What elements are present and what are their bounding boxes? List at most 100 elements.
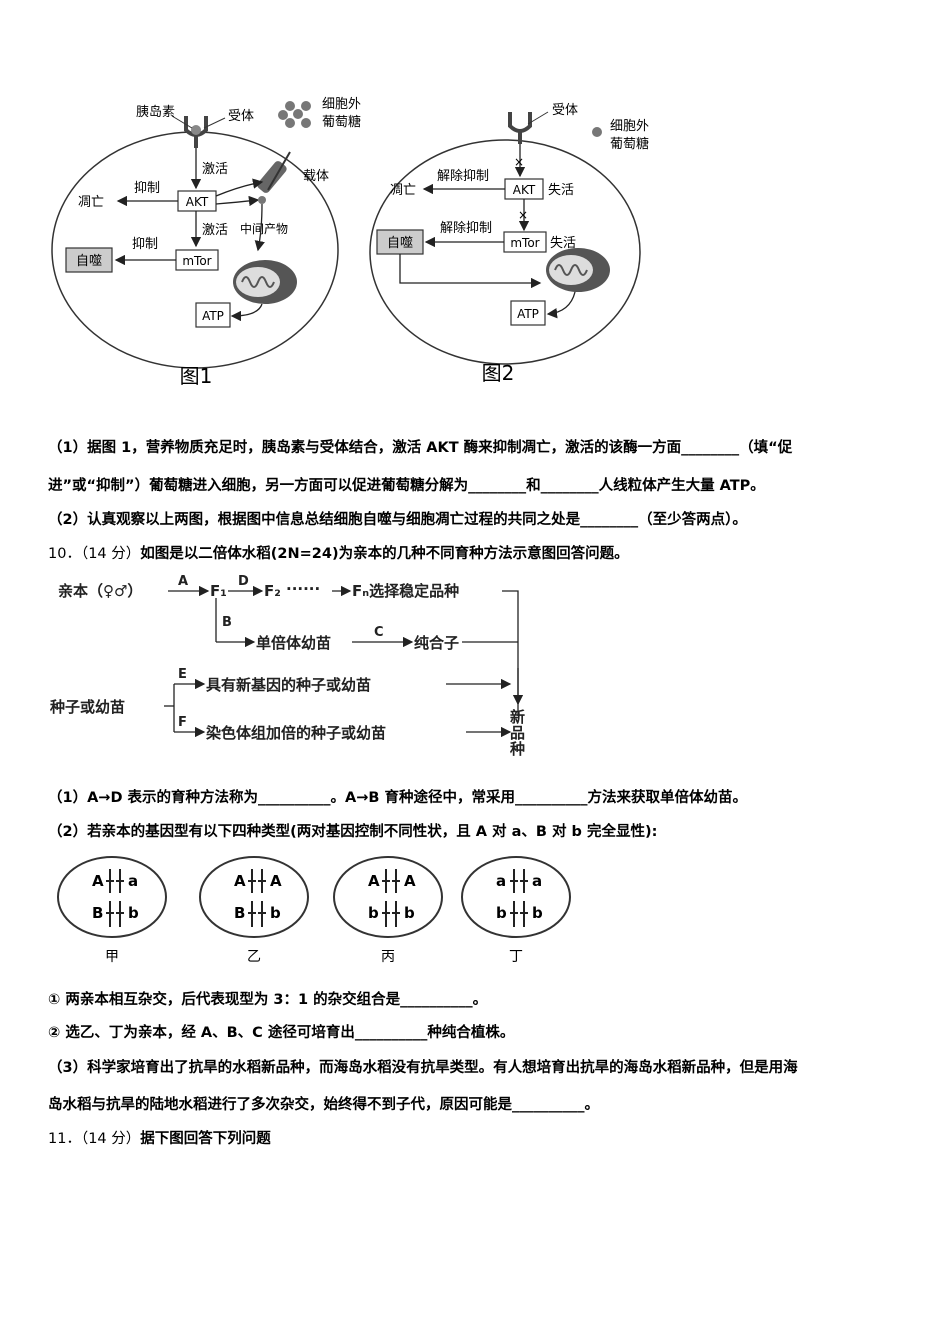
allele: B (92, 904, 103, 922)
q11-title: 据下图回答下列问题 (140, 1131, 271, 1147)
blocked-mark-1: × (514, 155, 524, 169)
allele: b (496, 904, 507, 922)
cell-name: 丁 (509, 949, 523, 965)
cell-name: 甲 (105, 949, 119, 965)
apoptosis-label: 凋亡 (78, 195, 104, 210)
mtor-label: mTor (182, 254, 211, 268)
new-variety-3: 种 (509, 740, 525, 758)
insulin-label: 胰岛素 (136, 104, 175, 120)
figure-1-caption: 图1 (180, 364, 213, 388)
allele: b (270, 904, 281, 922)
atp-box-2 (510, 300, 546, 326)
allele: b (128, 904, 139, 922)
akt-label: AKT (186, 195, 209, 209)
new-variety-2: 品 (510, 724, 525, 742)
glucose-dots (278, 101, 311, 128)
mitochondrion-icon (233, 260, 297, 304)
allele: A (234, 872, 246, 890)
q9-part2: （2）认真观察以上两图，根据图中信息总结细胞自噬与细胞凋亡过程的共同之处是___… (48, 512, 747, 528)
activate-label-2: 激活 (202, 223, 228, 238)
inactive-label-2: 失活 (550, 236, 576, 251)
allele: b (532, 904, 543, 922)
receptor-label-2: 受体 (552, 103, 578, 118)
cell-signaling-figures: 胰岛素 受体 细胞外 葡萄糖 载体 激活 AKT 抑制 凋亡 中间产物 激活 (51, 97, 649, 388)
figure-1: 胰岛素 受体 细胞外 葡萄糖 载体 激活 AKT 抑制 凋亡 中间产物 激活 (51, 97, 361, 388)
fn-select-label: Fₙ选择稳定品种 (352, 582, 459, 600)
atp-box (195, 302, 231, 328)
path-d: D (238, 574, 249, 589)
release-label-2: 解除抑制 (440, 221, 492, 236)
q10-title: 如图是以二倍体水稻(2N=24)为亲本的几种不同育种方法示意图回答问题。 (140, 546, 629, 562)
path-a: A (178, 574, 188, 589)
doubled-label: 染色体组加倍的种子或幼苗 (205, 724, 386, 742)
q10-part3-line2: 岛水稻与抗旱的陆地水稻进行了多次杂交，始终得不到子代，原因可能是________… (48, 1097, 599, 1113)
glucose-label-2b: 葡萄糖 (610, 136, 649, 152)
insulin-molecule (191, 125, 201, 135)
blocked-mark-2: × (518, 208, 528, 222)
autophagy-box-2 (376, 229, 424, 255)
receptor-icon-2 (508, 112, 532, 133)
inhibit-label-2: 抑制 (132, 237, 158, 252)
new-gene-label: 具有新基因的种子或幼苗 (206, 676, 371, 694)
release-label-1: 解除抑制 (437, 169, 489, 184)
q9-part1-line1: （1）据图 1，营养物质充足时，胰岛素与受体结合，激活 AKT 酶来抑制凋亡，激… (48, 440, 793, 456)
path-c: C (374, 625, 384, 640)
glucose-label-1: 细胞外 (322, 97, 361, 112)
atp-label-2: ATP (517, 307, 539, 321)
new-variety-1: 新 (510, 708, 525, 726)
atp-label: ATP (202, 309, 224, 323)
genotype-cells: A a B b 甲 A A B b 乙 A A b b 丙 a a b (57, 856, 571, 965)
receptor-label: 受体 (228, 109, 254, 124)
path-f: F (178, 715, 187, 730)
akt-label-2: AKT (513, 183, 536, 197)
autophagy-label-2: 自噬 (387, 236, 413, 251)
allele: b (404, 904, 415, 922)
cell-name: 乙 (247, 949, 261, 965)
inactive-label-1: 失活 (548, 183, 574, 198)
glucose-label-2: 葡萄糖 (322, 114, 361, 130)
q10-part3-line1: （3）科学家培育出了抗旱的水稻新品种，而海岛水稻没有抗旱类型。有人想培育出抗旱的… (48, 1060, 798, 1076)
haploid-label: 单倍体幼苗 (256, 634, 331, 652)
inhibit-label-1: 抑制 (134, 181, 160, 196)
q10-part2: （2）若亲本的基因型有以下四种类型(两对基因控制不同性状，且 A 对 a、B 对… (48, 824, 658, 840)
q10-heading: 10．（14 分）如图是以二倍体水稻(2N=24)为亲本的几种不同育种方法示意图… (48, 542, 629, 563)
cell-yi: A A B b 乙 (199, 856, 309, 965)
path-e: E (178, 667, 187, 682)
allele: A (404, 872, 416, 890)
q10-number: 10．（14 分） (48, 546, 141, 562)
dots-label: ······ (286, 580, 320, 598)
q11-number: 11．（14 分） (48, 1131, 141, 1147)
figure-2: 受体 细胞外 葡萄糖 × AKT 失活 解除抑制 凋亡 × mTor 失活 解除… (369, 103, 649, 385)
q10-sub2: ② 选乙、丁为亲本，经 A、B、C 途径可培育出__________种纯合植株。 (48, 1025, 515, 1041)
q10-part1: （1）A→D 表示的育种方法称为__________。A→B 育种途径中，常采用… (48, 790, 748, 806)
parent-label: 亲本（♀♂） (58, 582, 142, 600)
allele: B (234, 904, 245, 922)
allele: a (128, 872, 138, 890)
autophagy-box (65, 247, 113, 273)
activate-label-1: 激活 (202, 162, 228, 177)
apoptosis-label-2: 凋亡 (390, 183, 416, 198)
allele: a (496, 872, 506, 890)
path-b: B (222, 615, 232, 630)
autophagy-label: 自噬 (76, 254, 102, 269)
allele: A (368, 872, 380, 890)
glucose-dot-2 (592, 127, 602, 137)
cell-ding: a a b b 丁 (461, 856, 571, 965)
allele: A (92, 872, 104, 890)
seed-label: 种子或幼苗 (49, 698, 125, 716)
f1-label: F₁ (210, 582, 227, 600)
mtor-label-2: mTor (510, 236, 539, 250)
breeding-diagram: 亲本（♀♂） A F₁ D F₂ ······ Fₙ选择稳定品种 B 单倍体幼苗… (49, 574, 525, 758)
figure-2-caption: 图2 (482, 361, 515, 385)
cell-membrane-2 (369, 139, 641, 365)
glucose-label-2a: 细胞外 (610, 119, 649, 134)
cell-name: 丙 (381, 949, 395, 965)
q10-sub1: ① 两亲本相互杂交，后代表现型为 3：1 的杂交组合是__________。 (48, 992, 488, 1008)
cell-jia: A a B b 甲 (57, 856, 167, 965)
pure-label: 纯合子 (414, 634, 459, 652)
intermediate-label: 中间产物 (240, 221, 288, 236)
allele: A (270, 872, 282, 890)
q11-heading: 11．（14 分）据下图回答下列问题 (48, 1127, 271, 1148)
mitochondrion-icon-2 (546, 248, 610, 292)
q9-part1-line2: 进”或“抑制”）葡萄糖进入细胞，另一方面可以促进葡萄糖分解为________和_… (48, 478, 765, 494)
